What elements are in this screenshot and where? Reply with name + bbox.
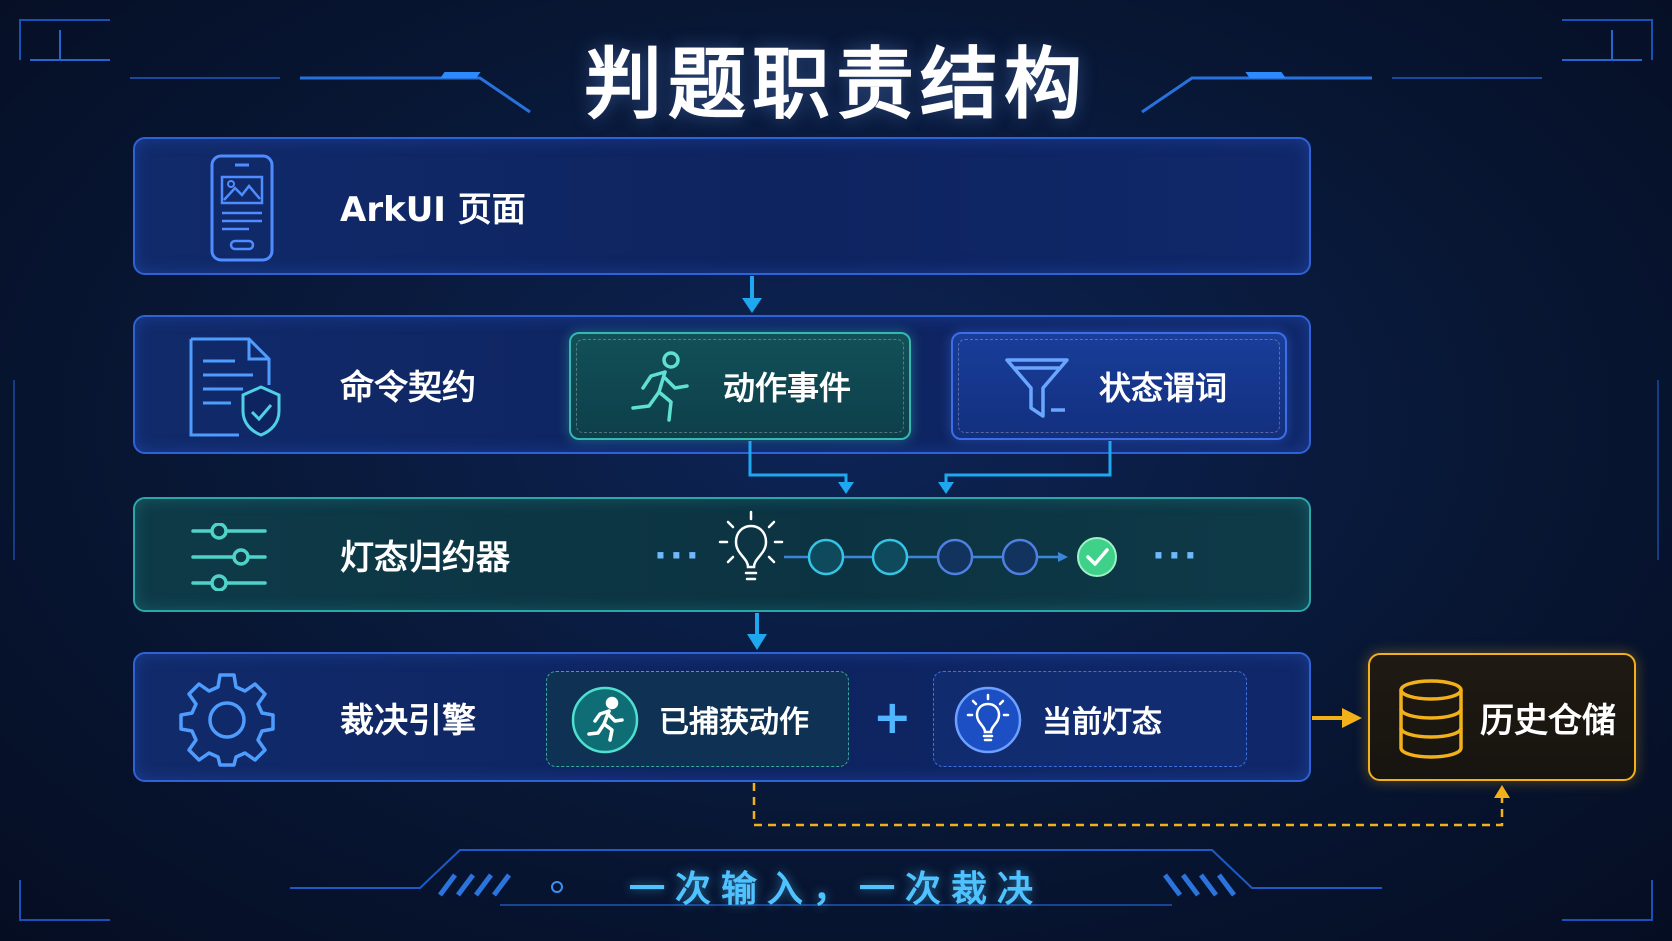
running-person-icon (631, 351, 689, 422)
footer-slogan: 一次输入，一次裁决 (628, 869, 1043, 910)
sequence-node-1 (807, 538, 845, 576)
history-storage: 历史仓储 (1368, 653, 1636, 781)
arrowhead-predicate (938, 482, 954, 494)
input-current-light-state: 当前灯态 (933, 671, 1247, 767)
page-title: 判题职责结构 (583, 40, 1088, 130)
sequence-trailing-dots: ··· (1152, 536, 1200, 576)
sequence-node-4 (1001, 538, 1039, 576)
row-label-reducer: 灯态归约器 (340, 538, 510, 578)
arrow-ui-to-contract (742, 276, 762, 313)
database-icon (1399, 679, 1463, 759)
arrowhead-action (838, 482, 854, 494)
filter-icon (1005, 358, 1069, 418)
plus-operator: + (873, 690, 912, 744)
sliders-icon (191, 523, 267, 591)
arrowhead-storage-return (1494, 785, 1510, 798)
input-label-current-light-state: 当前灯态 (1042, 705, 1162, 740)
check-icon (1077, 537, 1117, 577)
lightbulb-icon (954, 686, 1022, 754)
dashed-return-to-storage (752, 783, 1504, 827)
lightbulb-icon (718, 510, 784, 581)
phone-icon (210, 154, 274, 262)
arrow-engine-to-storage (1312, 708, 1362, 728)
row-label-contract: 命令契约 (340, 368, 476, 408)
row-label-engine: 裁决引擎 (340, 700, 476, 741)
chip-label-state-predicate: 状态谓词 (1099, 369, 1228, 407)
document-shield-icon (189, 337, 281, 437)
storage-label: 历史仓储 (1480, 700, 1616, 741)
sequence-node-3 (936, 538, 974, 576)
chip-label-action-event: 动作事件 (723, 369, 852, 407)
input-label-captured-action: 已捕获动作 (659, 705, 809, 740)
gear-icon (179, 673, 275, 767)
row-label-arkui: ArkUI 页面 (340, 189, 526, 230)
sequence-leading-dots: ··· (654, 536, 702, 576)
chip-action-event: 动作事件 (569, 332, 911, 440)
sequence-node-2 (871, 538, 909, 576)
input-captured-action: 已捕获动作 (546, 671, 849, 767)
chip-state-predicate: 状态谓词 (951, 332, 1287, 440)
arrow-reducer-to-engine (747, 613, 767, 650)
row-arkui-page: ArkUI 页面 (133, 137, 1311, 275)
state-sequence (718, 510, 1117, 581)
running-person-icon (571, 686, 639, 754)
